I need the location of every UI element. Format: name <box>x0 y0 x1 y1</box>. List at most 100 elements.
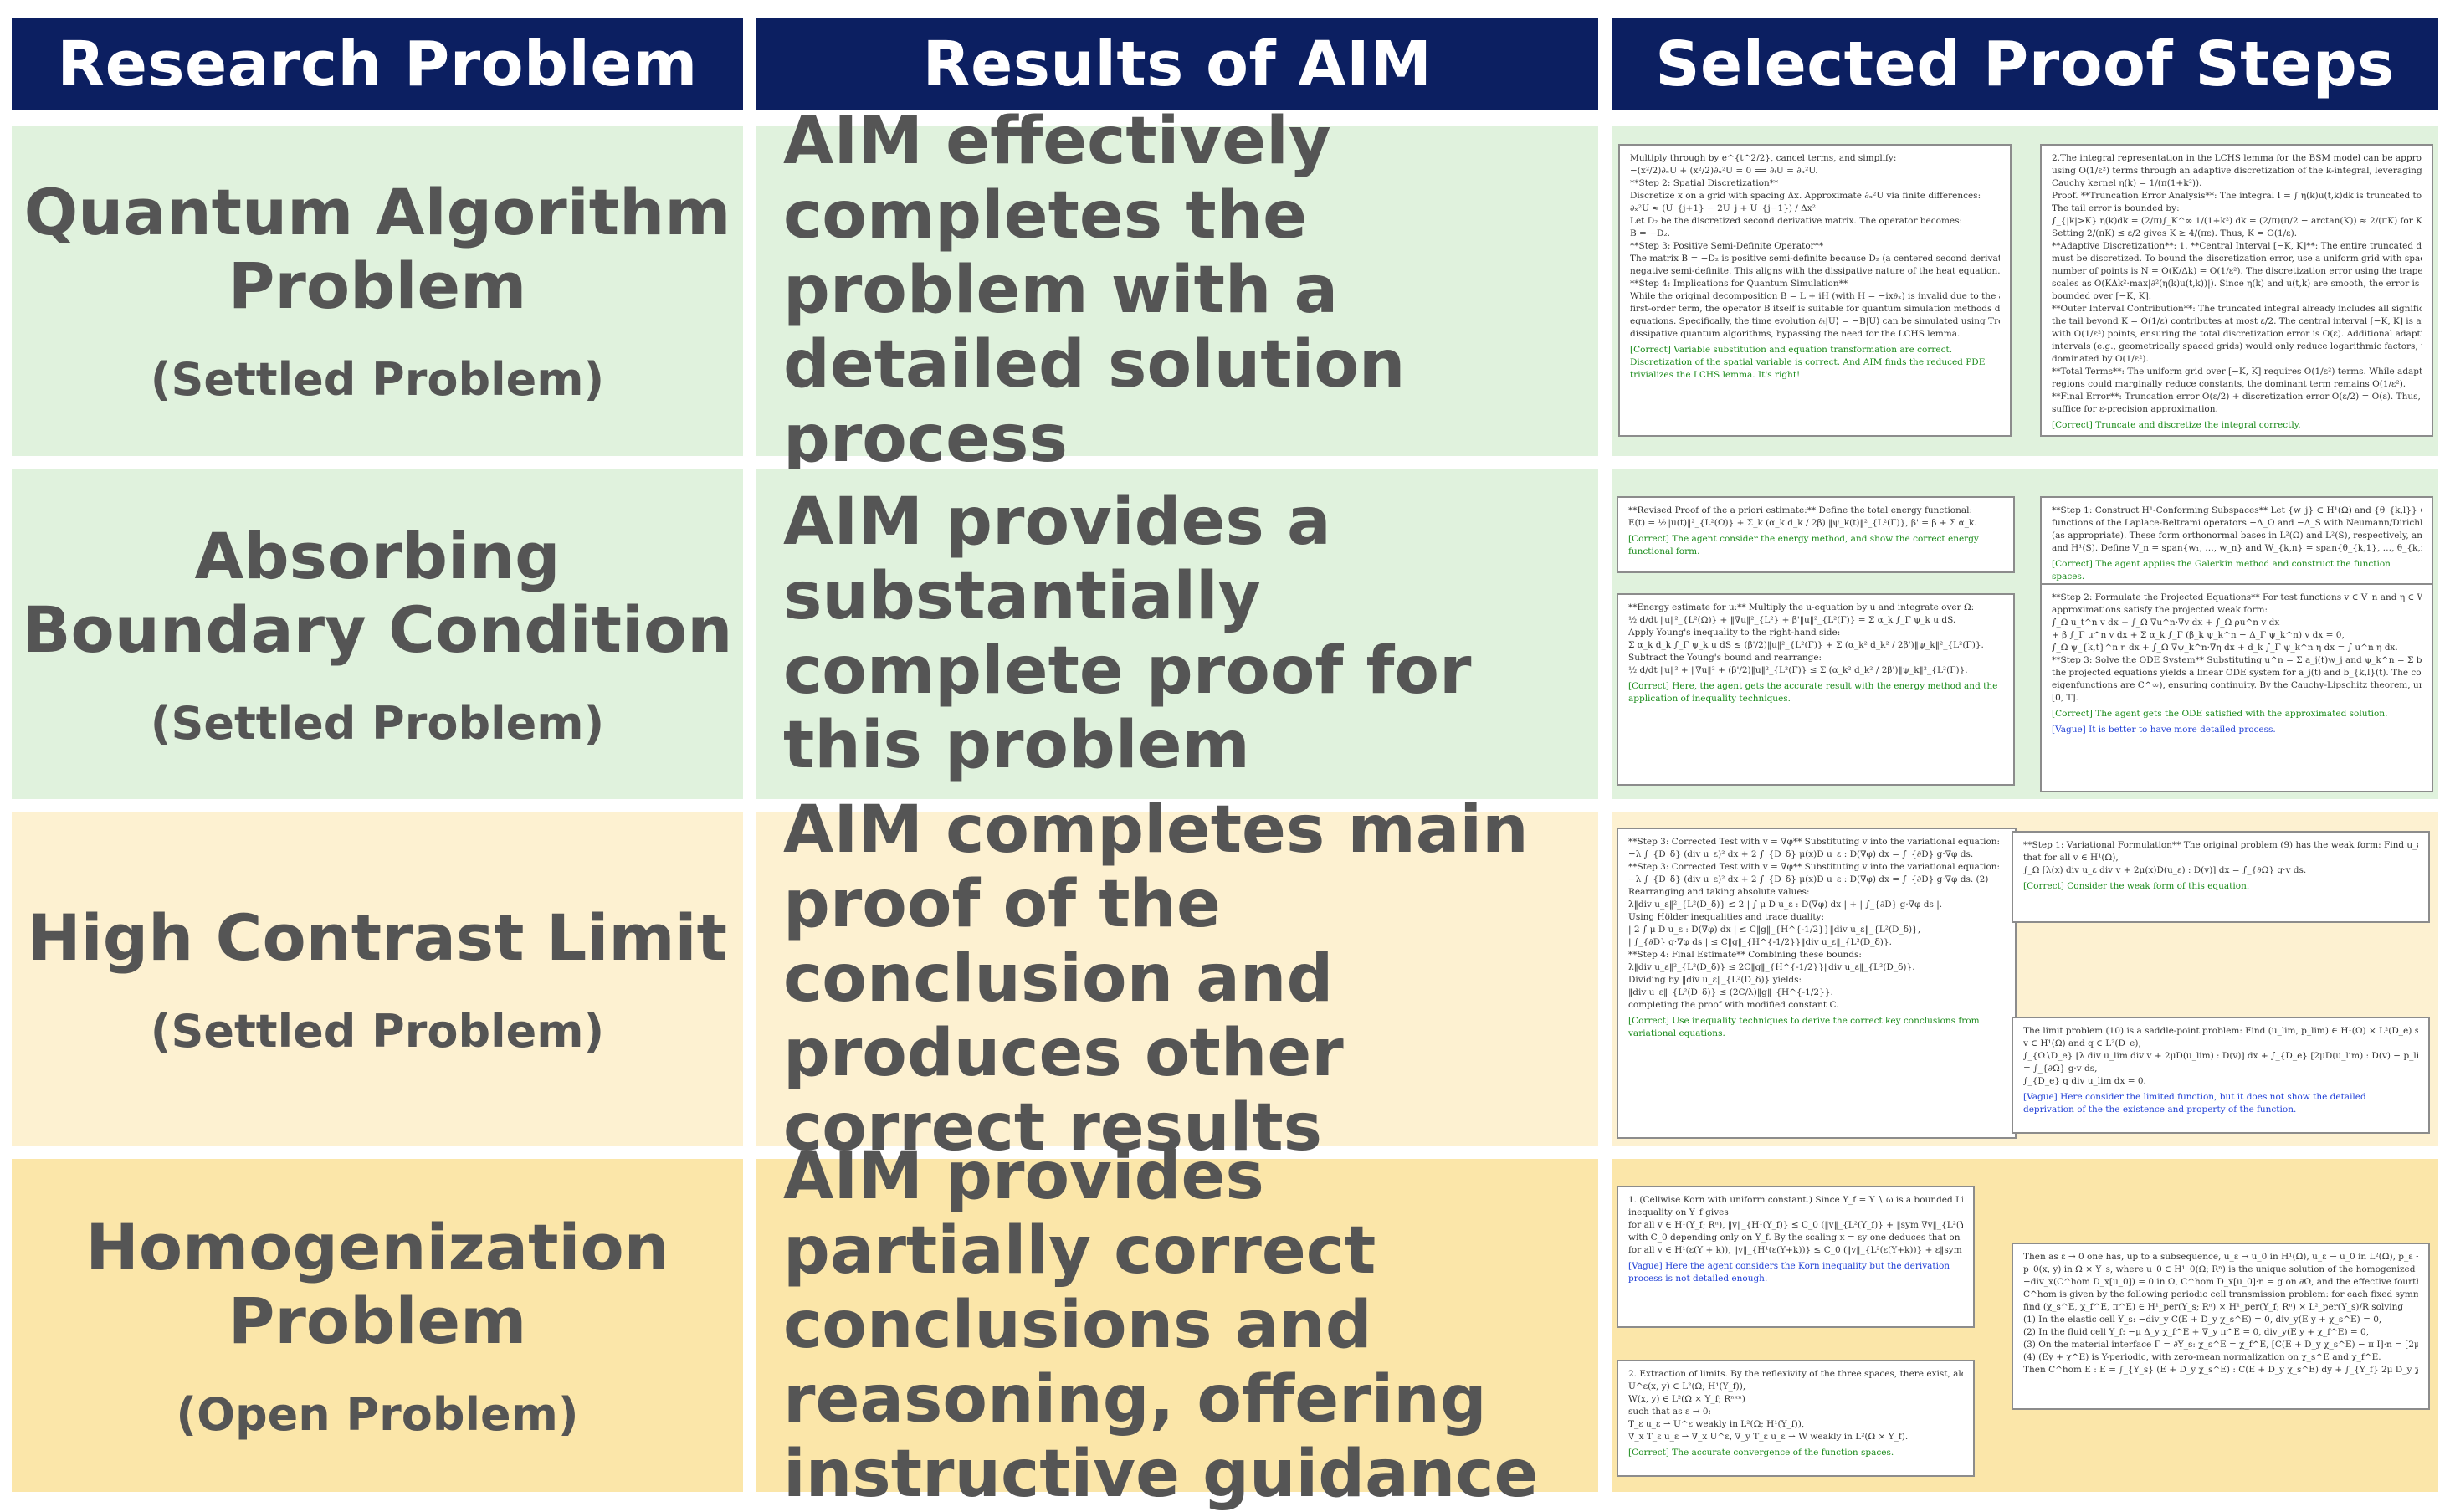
proof-line: Subtract the Young's bound and rearrange… <box>1628 653 1822 663</box>
proof-cell-homogenization: 1. (Cellwise Korn with uniform constant.… <box>1612 1159 2438 1492</box>
proof-line: **Step 4: Implications for Quantum Simul… <box>1630 279 1848 289</box>
header-research-problem: Research Problem <box>12 18 743 110</box>
proof-line: eigenfunctions are C^∞), ensuring contin… <box>2052 680 2422 690</box>
proof-line: ½ d/dt ‖u‖²_{L²(Ω)} + ‖∇u‖²_{L²} + β'‖u‖… <box>1628 615 1956 625</box>
problem-cell-homogenization: Homogenization Problem (Open Problem) <box>12 1159 743 1492</box>
proof-line: for all v ∈ H¹(Y_f; Rⁿ), ‖v‖_{H¹(Y_f)} ≤… <box>1628 1220 1963 1230</box>
proof-line: with O(1/ε²) points, ensuring the total … <box>2052 329 2422 339</box>
proof-snippet: 2. Extraction of limits. By the reflexiv… <box>1617 1360 1975 1477</box>
problem-status: (Settled Problem) <box>150 696 605 750</box>
proof-line: Multiply through by e^{t^2/2}, cancel te… <box>1630 153 1897 163</box>
proof-line: Discretize x on a grid with spacing Δx. … <box>1630 191 1981 201</box>
proof-snippet: **Revised Proof of the a priori estimate… <box>1617 496 2015 573</box>
proof-line: C^hom is given by the following periodic… <box>2023 1289 2418 1299</box>
proof-line: for all v ∈ H¹(ε(Y + k)), ‖v‖_{H¹(ε(Y+k)… <box>1628 1245 1963 1255</box>
proof-line: **Step 3: Solve the ODE System** Substit… <box>2052 655 2422 665</box>
proof-line: **Step 2: Spatial Discretization** <box>1630 178 1779 188</box>
problem-title: High Contrast Limit <box>28 900 727 975</box>
problem-status: (Open Problem) <box>176 1387 579 1441</box>
proof-line: number of points is N = O(K/Δk) = O(1/ε²… <box>2052 266 2422 276</box>
proof-line: = ∫_{∂Ω} g·v ds, <box>2023 1064 2098 1074</box>
proof-line: **Step 3: Corrected Test with v = ∇φ** S… <box>1628 862 2001 872</box>
proof-line: Setting 2/(πK) ≤ ε/2 gives K ≥ 4/(πε). T… <box>2052 228 2298 238</box>
problem-status: (Settled Problem) <box>150 353 605 406</box>
proof-line: (as appropriate). These form orthonormal… <box>2052 530 2422 541</box>
proof-line: dominated by O(1/ε²). <box>2052 354 2149 364</box>
proof-line: p_0(x, y) in Ω × Y_s, where u_0 ∈ H¹_0(Ω… <box>2023 1264 2418 1274</box>
problem-cell-high-contrast: High Contrast Limit (Settled Problem) <box>12 812 743 1146</box>
proof-cell-high-contrast: **Step 3: Corrected Test with v = ∇φ** S… <box>1612 812 2438 1146</box>
proof-line: Using Hölder inequalities and trace dual… <box>1628 912 1825 922</box>
proof-line: using O(1/ε²) terms through an adaptive … <box>2052 166 2422 176</box>
result-text: AIM provides partially correct conclusio… <box>783 1138 1539 1512</box>
proof-line: **Step 1: Construct H¹-Conforming Subspa… <box>2052 505 2422 515</box>
proof-line: negative semi-definite. This aligns with… <box>1630 266 2000 276</box>
problem-title: Boundary Condition <box>22 592 733 667</box>
proof-line: approximations satisfy the projected wea… <box>2052 605 2268 615</box>
proof-line: 2. Extraction of limits. By the reflexiv… <box>1628 1369 1963 1379</box>
proof-verdict: [Correct] Variable substitution and equa… <box>1630 345 1986 380</box>
proof-line: ∫_{Ω∖D_e} [λ div u_lim div v + 2μD(u_lim… <box>2023 1051 2418 1061</box>
proof-line: ∂ₓ²U ≈ (U_{j+1} − 2U_j + U_{j−1}) / Δx² <box>1630 203 1816 213</box>
proof-line: Then C^hom E : E = ∫_{Y_s} (E + D_y χ_s^… <box>2023 1365 2418 1375</box>
proof-line: the tail beyond K = O(1/ε) contributes a… <box>2052 316 2422 326</box>
proof-line: bounded over [−K, K]. <box>2052 291 2152 301</box>
proof-line: **Step 3: Positive Semi-Definite Operato… <box>1630 241 1824 251</box>
proof-verdict: [Correct] Truncate and discretize the in… <box>2052 420 2301 430</box>
proof-line: completing the proof with modified const… <box>1628 1000 1839 1010</box>
proof-line: Then as ε → 0 one has, up to a subsequen… <box>2023 1252 2418 1262</box>
proof-line: functions of the Laplace-Beltrami operat… <box>2052 518 2422 528</box>
problem-title: Homogenization <box>85 1209 669 1284</box>
proof-line: **Step 2: Formulate the Projected Equati… <box>2052 592 2422 602</box>
proof-line: + β ∫_Γ u^n v dx + Σ α_k ∫_Γ (β_k ψ_k^n … <box>2052 630 2345 640</box>
header-results-of-aim: Results of AIM <box>756 18 1598 110</box>
result-text: AIM provides a substantially complete pr… <box>783 484 1472 783</box>
proof-line: (4) (Ey + χ^E) is Y-periodic, with zero-… <box>2023 1352 2381 1362</box>
proof-verdict: [Correct] Here, the agent gets the accur… <box>1628 681 1998 704</box>
result-text: AIM effectively completes the problem wi… <box>783 104 1406 477</box>
proof-verdict: [Vague] It is better to have more detail… <box>2052 725 2276 735</box>
proof-verdict: [Correct] The agent consider the energy … <box>1628 534 1979 556</box>
proof-snippet: The limit problem (10) is a saddle-point… <box>2012 1017 2430 1134</box>
proof-line: suffice for ε-precision approximation. <box>2052 404 2218 414</box>
proof-line: −div_x(C^hom D_x[u_0]) = 0 in Ω, C^hom D… <box>2023 1277 2418 1287</box>
proof-line: The tail error is bounded by: <box>2052 203 2180 213</box>
proof-line: ∫_{D_e} q div u_lim dx = 0. <box>2023 1076 2146 1086</box>
problem-title: Problem <box>228 249 527 323</box>
proof-line: **Revised Proof of the a priori estimate… <box>1628 505 1973 515</box>
proof-line: dissipative quantum algorithms, bypassin… <box>1630 329 1961 339</box>
proof-line: E(t) = ½‖u(t)‖²_{L²(Ω)} + Σ_k (α_k d_k /… <box>1628 518 1977 528</box>
proof-line: **Step 3: Corrected Test with v = ∇φ** S… <box>1628 837 2001 847</box>
proof-line: ∫_Ω [λ(x) div u_ε div v + 2μ(x)D(u_ε) : … <box>2023 865 2307 875</box>
proof-line: −λ ∫_{D_δ} (div u_ε)² dx + 2 ∫_{D_δ} μ(x… <box>1628 849 1974 859</box>
proof-line: 2.The integral representation in the LCH… <box>2052 153 2422 163</box>
proof-line: such that as ε → 0: <box>1628 1407 1712 1417</box>
header-selected-proof-steps: Selected Proof Steps <box>1612 18 2438 110</box>
result-cell-homogenization: AIM provides partially correct conclusio… <box>756 1139 1598 1511</box>
proof-line: **Total Terms**: The uniform grid over [… <box>2052 366 2422 377</box>
proof-line: must be discretized. To bound the discre… <box>2052 254 2422 264</box>
proof-line: −λ ∫_{D_δ} (div u_ε)² dx + 2 ∫_{D_δ} μ(x… <box>1628 874 1989 884</box>
proof-line: regions could marginally reduce constant… <box>2052 379 2406 389</box>
proof-verdict: [Correct] Consider the weak form of this… <box>2023 881 2250 891</box>
proof-line: Σ α_k d_k ∫_Γ ψ_k u dS ≤ (β'/2)‖u‖²_{L²(… <box>1628 640 1984 650</box>
proof-line: Cauchy kernel η(k) = 1/(π(1+k²)). <box>2052 178 2202 188</box>
proof-line: 1. (Cellwise Korn with uniform constant.… <box>1628 1195 1963 1205</box>
proof-line: **Adaptive Discretization**: 1. **Centra… <box>2052 241 2422 251</box>
proof-line: [0, T]. <box>2052 693 2078 703</box>
proof-line: ∫_Ω ψ_{k,t}^n η dx + ∫_Ω ∇ψ_k^n·∇η dx + … <box>2052 643 2398 653</box>
proof-line: (1) In the elastic cell Y_s: −div_y C(E … <box>2023 1315 2382 1325</box>
problem-cell-absorbing: Absorbing Boundary Condition (Settled Pr… <box>12 469 743 799</box>
result-cell-absorbing: AIM provides a substantially complete pr… <box>756 469 1598 799</box>
proof-cell-absorbing: **Revised Proof of the a priori estimate… <box>1612 469 2438 799</box>
result-cell-high-contrast: AIM completes main proof of the conclusi… <box>756 792 1598 1165</box>
problem-title: Quantum Algorithm <box>23 175 731 249</box>
proof-line: scales as O(KΔk²·max|∂²(η(k)u(t,k))|). S… <box>2052 279 2420 289</box>
proof-line: ∫_{|k|>K} η(k)dk = (2/π)∫_K^∞ 1/(1+k²) d… <box>2052 216 2422 226</box>
problem-cell-quantum: Quantum Algorithm Problem (Settled Probl… <box>12 126 743 456</box>
proof-line: equations. Specifically, the time evolut… <box>1630 316 2000 326</box>
proof-line: The limit problem (10) is a saddle-point… <box>2023 1026 2418 1036</box>
proof-line: | ∫_{∂D} g·∇φ ds | ≤ C‖g‖_{H^{-1/2}}‖div… <box>1628 937 1892 947</box>
problem-title: Problem <box>228 1283 527 1358</box>
proof-line: ∇_x T_ε u_ε ⇀ ∇_x U^ε, ∇_y T_ε u_ε ⇀ W w… <box>1628 1432 1909 1442</box>
